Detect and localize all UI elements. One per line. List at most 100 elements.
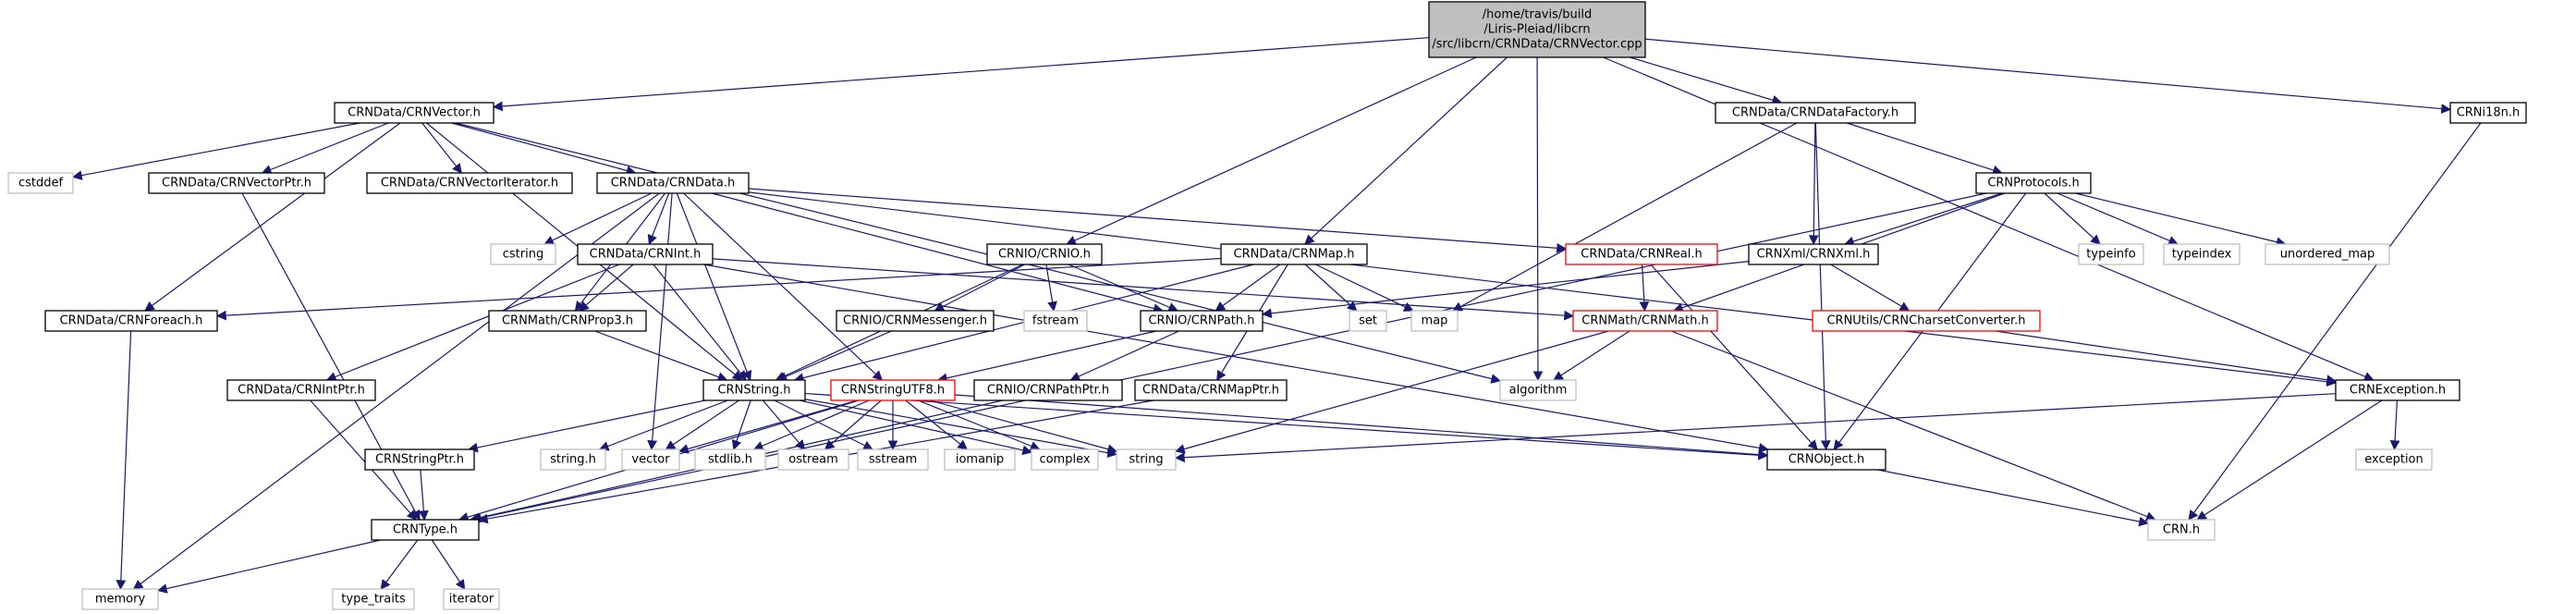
node-box — [1116, 448, 1177, 471]
node-vectoriterator_h[interactable]: CRNData/CRNVectorIterator.h — [366, 172, 573, 194]
edge-string_h-to-stringptr_h — [468, 399, 706, 453]
edge-line — [712, 258, 1575, 321]
node-stringptr_h[interactable]: CRNStringPtr.h — [364, 448, 475, 471]
node-map_h[interactable]: CRNData/CRNMap.h — [1220, 243, 1368, 265]
node-datafactory_h[interactable]: CRNData/CRNDataFactory.h — [1715, 102, 1916, 124]
node-label: /Liris-Pleiad/libcrn — [1483, 23, 1590, 37]
edge-math_h-to-string — [1174, 330, 1609, 454]
node-pathptr_h[interactable]: CRNIO/CRNPathPtr.h — [973, 379, 1123, 401]
node-label: CRNString.h — [717, 384, 790, 398]
edge-datafactory_h-to-map — [1452, 122, 1798, 312]
edge-crnio_h-to-path_h — [1068, 264, 1179, 313]
edge-protocols_h-to-typeinfo — [2044, 192, 2101, 245]
edge-line — [1045, 264, 1057, 313]
edge-line — [2196, 399, 2383, 521]
node-box — [702, 379, 806, 401]
node-label: typeinfo — [2086, 248, 2135, 262]
node-label: typeindex — [2172, 248, 2232, 262]
node-box — [2449, 102, 2527, 124]
node-messenger_h[interactable]: CRNIO/CRNMessenger.h — [836, 310, 995, 332]
node-box — [1766, 448, 1886, 471]
node-xml_h[interactable]: CRNXml/CRNXml.h — [1748, 243, 1879, 265]
node-path_h[interactable]: CRNIO/CRNPath.h — [1140, 310, 1264, 332]
edge-math_h-to-algorithm — [1553, 330, 1630, 381]
node-mapptr_h[interactable]: CRNData/CRNMapPtr.h — [1134, 379, 1288, 401]
edge-path_h-to-stringutf8_h — [936, 330, 1157, 384]
node-vector_h[interactable]: CRNData/CRNVector.h — [334, 102, 494, 124]
edge-int_h-to-string_h — [653, 264, 747, 381]
node-label: CRNStringUTF8.h — [841, 384, 945, 398]
node-box — [490, 243, 556, 265]
edge-line — [1215, 264, 1281, 312]
node-type_h[interactable]: CRNType.h — [371, 519, 480, 541]
edge-line — [261, 122, 389, 175]
node-prop3_h[interactable]: CRNMath/CRNProp3.h — [488, 310, 647, 332]
edge-string_h-to-complex — [800, 399, 1033, 456]
edge-line — [804, 399, 1118, 458]
node-label: string — [1129, 453, 1163, 467]
node-label: iterator — [449, 593, 494, 607]
node-object_h[interactable]: CRNObject.h — [1766, 448, 1886, 471]
node-box — [1428, 1, 1646, 58]
node-layer: /home/travis/build/Liris-Pleiad/libcrn/s… — [7, 1, 2527, 610]
node-box — [1499, 379, 1577, 401]
edge-line — [752, 399, 870, 451]
edge-line — [2389, 399, 2400, 451]
node-vectorptr_h[interactable]: CRNData/CRNVectorPtr.h — [148, 172, 325, 194]
edge-root-to-crnio_h — [1066, 56, 1477, 245]
edge-type_h-to-iterator — [431, 539, 466, 590]
edge-line — [1069, 330, 1179, 381]
node-box — [364, 448, 475, 471]
edge-i18n_h-to-crn_h — [2188, 122, 2482, 521]
edge-math_h-to-crn_h — [1671, 330, 2156, 522]
node-box — [334, 102, 494, 124]
node-exception_h[interactable]: CRNException.h — [2335, 379, 2460, 401]
edge-map_h-to-path_h — [1215, 264, 1281, 312]
node-label: complex — [1039, 453, 1090, 467]
node-charset_h[interactable]: CRNUtils/CRNCharsetConverter.h — [1812, 310, 2041, 332]
node-data_h[interactable]: CRNData/CRNData.h — [596, 172, 750, 194]
edge-datafactory_h-to-object_h — [1814, 122, 1831, 451]
node-stringutf8_h[interactable]: CRNStringUTF8.h — [830, 379, 956, 401]
edge-line — [380, 539, 419, 590]
node-i18n_h[interactable]: CRNi18n.h — [2449, 102, 2527, 124]
node-root[interactable]: /home/travis/build/Liris-Pleiad/libcrn/s… — [1428, 1, 1646, 58]
node-box — [1565, 243, 1718, 265]
node-box — [488, 310, 647, 332]
node-label: CRNXml/CRNXml.h — [1757, 248, 1871, 262]
edge-line — [325, 264, 620, 382]
edge-stringutf8_h-to-complex — [918, 399, 1041, 451]
node-intptr_h[interactable]: CRNData/CRNIntPtr.h — [226, 379, 376, 401]
edge-int_h-to-object_h — [703, 264, 1769, 453]
node-crnio_h[interactable]: CRNIO/CRNIO.h — [986, 243, 1103, 265]
node-label: unordered_map — [2280, 248, 2375, 262]
edge-line — [1452, 122, 1798, 312]
edge-stringutf8_h-to-object_h — [954, 394, 1769, 460]
edge-line — [930, 399, 1118, 454]
edge-line — [804, 392, 1769, 460]
edge-data_h-to-path_h — [712, 192, 1164, 313]
node-int_h[interactable]: CRNData/CRNInt.h — [577, 243, 714, 265]
node-foreach_h[interactable]: CRNData/CRNForeach.h — [44, 310, 218, 332]
node-label: cstddef — [18, 177, 64, 190]
node-string_h[interactable]: CRNString.h — [702, 379, 806, 401]
edge-real_h-to-object_h — [1650, 264, 1818, 450]
edge-data_h-to-int_h — [647, 192, 670, 246]
node-box — [777, 448, 849, 471]
node-label: CRNIO/CRNPathPtr.h — [987, 384, 1109, 398]
node-protocols_h[interactable]: CRNProtocols.h — [1975, 172, 2092, 194]
edge-line — [468, 399, 706, 453]
edge-line — [2044, 192, 2101, 245]
edge-line — [1995, 330, 2338, 386]
node-cstring: cstring — [490, 243, 556, 265]
node-math_h[interactable]: CRNMath/CRNMath.h — [1572, 310, 1718, 332]
node-crn_h: CRN.h — [2147, 519, 2216, 541]
node-label: vector — [631, 453, 670, 467]
edge-path_h-to-pathptr_h — [1069, 330, 1179, 381]
node-label: CRNData/CRNVector.h — [348, 106, 481, 120]
node-real_h[interactable]: CRNData/CRNReal.h — [1565, 243, 1718, 265]
edge-real_h-to-math_h — [1639, 264, 1650, 313]
node-stdlib: stdlib.h — [694, 448, 766, 471]
edge-line — [241, 192, 421, 521]
edge-line — [774, 399, 873, 450]
